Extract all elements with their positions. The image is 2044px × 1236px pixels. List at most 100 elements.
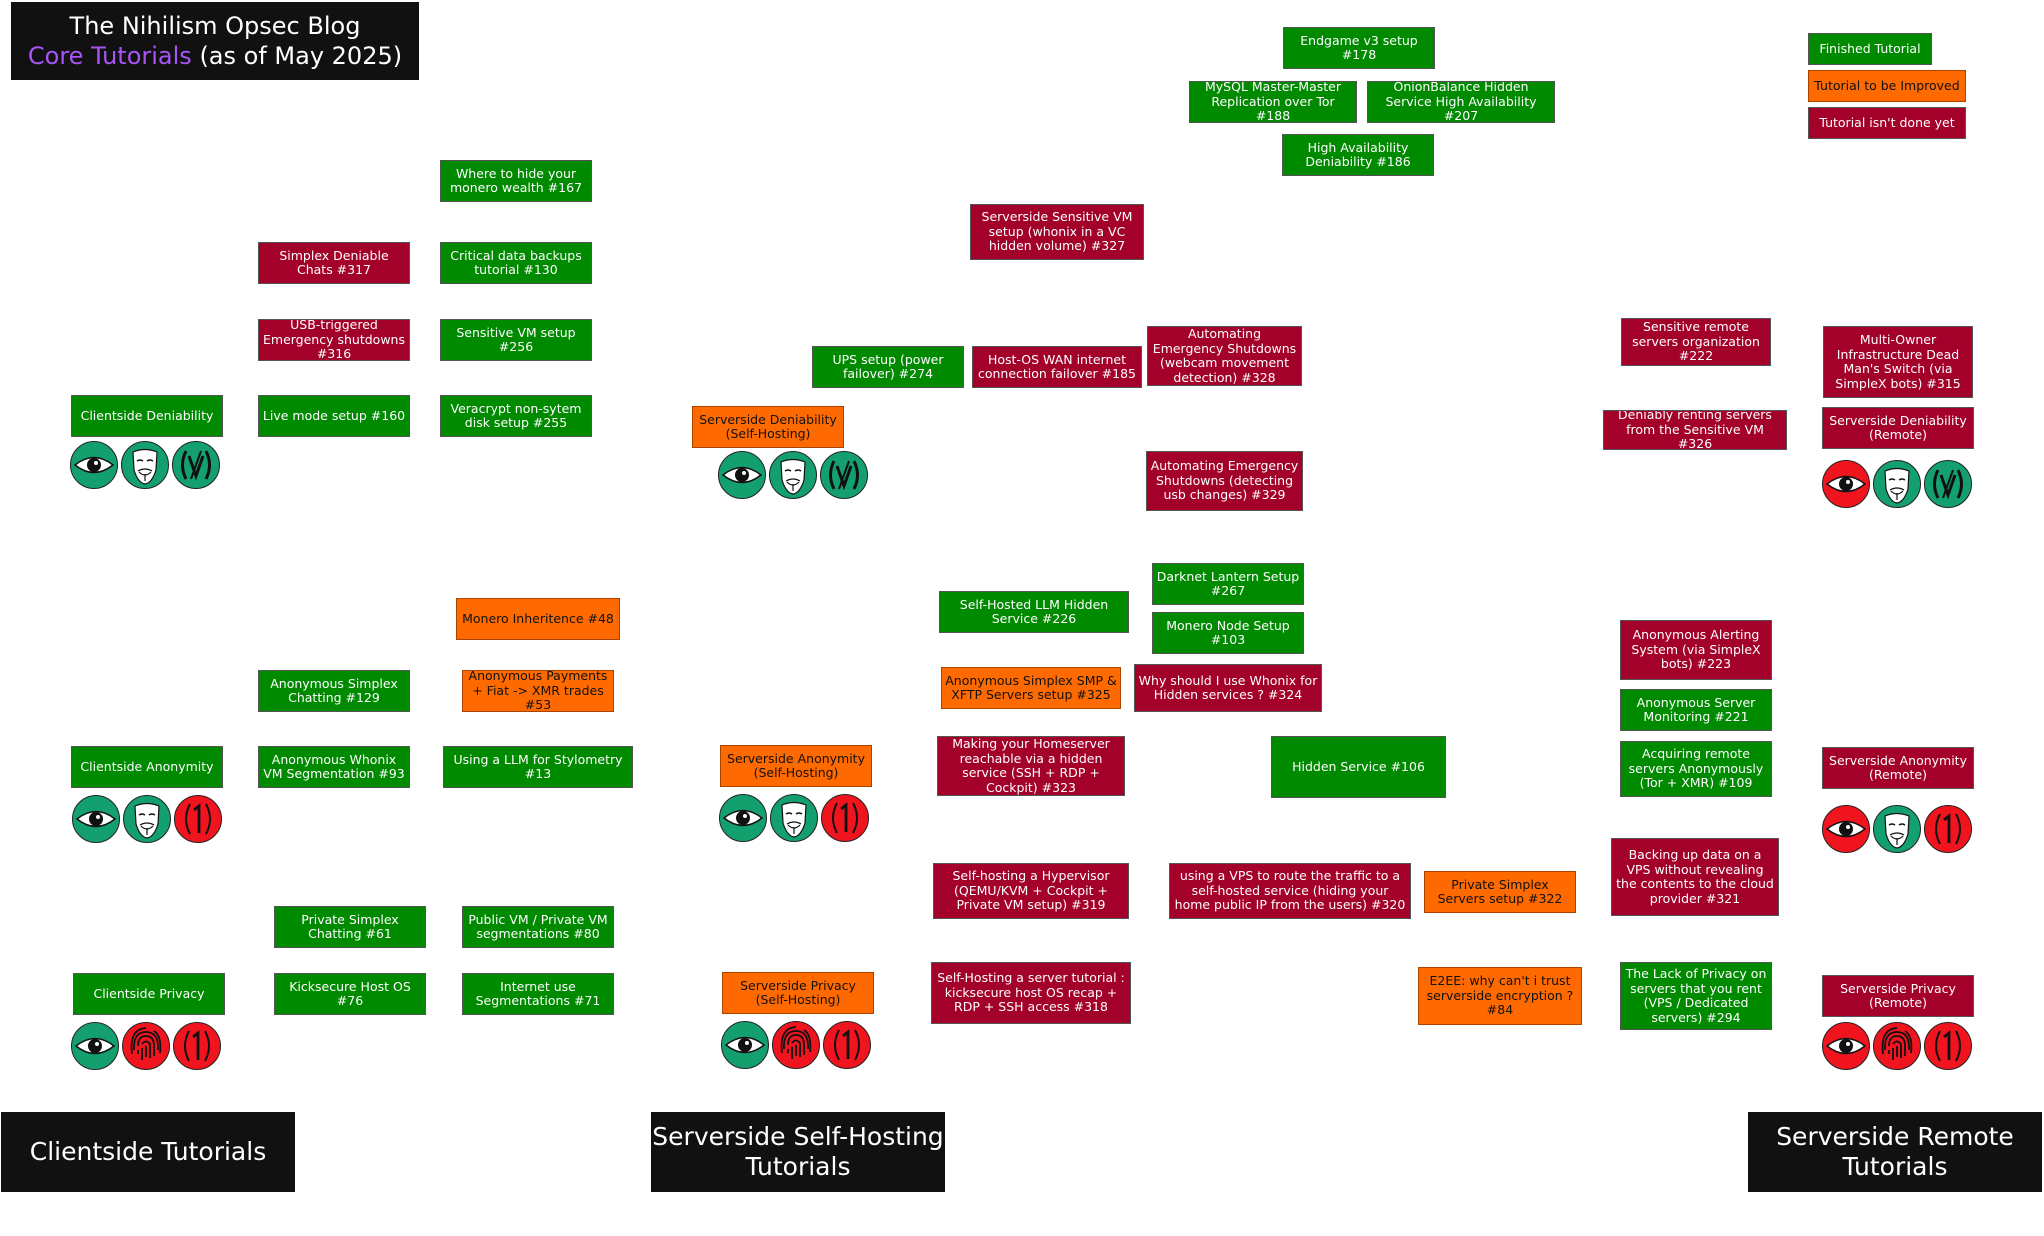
category-sh-privacy[interactable]: Serverside Privacy (Self-Hosting) bbox=[722, 972, 874, 1014]
section-remote: Serverside Remote Tutorials bbox=[1748, 1112, 2042, 1192]
tutorial-48[interactable]: Monero Inheritence #48 bbox=[456, 598, 620, 640]
eye-icon bbox=[70, 441, 118, 489]
tutorial-185[interactable]: Host-OS WAN internet connection failover… bbox=[972, 346, 1142, 388]
one-icon bbox=[1924, 805, 1972, 853]
anonymous-mask-icon bbox=[121, 441, 169, 489]
tutorial-256[interactable]: Sensitive VM setup #256 bbox=[440, 319, 592, 361]
tutorial-178[interactable]: Endgame v3 setup #178 bbox=[1283, 27, 1435, 69]
tutorial-188[interactable]: MySQL Master-Master Replication over Tor… bbox=[1189, 81, 1357, 123]
tutorial-329[interactable]: Automating Emergency Shutdowns (detectin… bbox=[1146, 451, 1303, 511]
anonymous-mask-icon bbox=[123, 795, 171, 843]
section-selfhosting-line2: Tutorials bbox=[745, 1152, 851, 1181]
tutorial-267[interactable]: Darknet Lantern Setup #267 bbox=[1152, 563, 1304, 605]
eye-icon bbox=[1822, 805, 1870, 853]
legend-finished: Finished Tutorial bbox=[1808, 33, 1932, 65]
fingerprint-icon bbox=[772, 1021, 820, 1069]
tutorial-160[interactable]: Live mode setup #160 bbox=[258, 395, 410, 437]
tutorial-316[interactable]: USB-triggered Emergency shutdowns #316 bbox=[258, 319, 410, 361]
tutorial-71[interactable]: Internet use Segmentations #71 bbox=[462, 973, 614, 1015]
tutorial-93[interactable]: Anonymous Whonix VM Segmentation #93 bbox=[258, 746, 410, 788]
one-icon bbox=[173, 1022, 221, 1070]
tutorial-76[interactable]: Kicksecure Host OS #76 bbox=[274, 973, 426, 1015]
tutorial-223[interactable]: Anonymous Alerting System (via SimpleX b… bbox=[1620, 620, 1772, 680]
eye-icon bbox=[71, 1022, 119, 1070]
icons-client-deniability bbox=[70, 441, 220, 489]
veracrypt-icon bbox=[1924, 460, 1972, 508]
tutorial-315[interactable]: Multi-Owner Infrastructure Dead Man's Sw… bbox=[1823, 326, 1973, 398]
tutorial-13[interactable]: Using a LLM for Stylometry #13 bbox=[443, 746, 633, 788]
page-title-line2: Core Tutorials (as of May 2025) bbox=[28, 41, 402, 71]
tutorial-328[interactable]: Automating Emergency Shutdowns (webcam m… bbox=[1147, 326, 1302, 386]
category-client-deniability[interactable]: Clientside Deniability bbox=[71, 395, 223, 437]
section-selfhosting-line1: Serverside Self-Hosting bbox=[652, 1122, 944, 1151]
section-selfhosting: Serverside Self-Hosting Tutorials bbox=[651, 1112, 945, 1192]
icons-rm-anonymity bbox=[1822, 805, 1972, 853]
eye-icon bbox=[72, 795, 120, 843]
tutorial-84[interactable]: E2EE: why can't i trust serverside encry… bbox=[1418, 967, 1582, 1025]
tutorial-221[interactable]: Anonymous Server Monitoring #221 bbox=[1620, 689, 1772, 731]
tutorial-326[interactable]: Deniably renting servers from the Sensit… bbox=[1603, 410, 1787, 450]
tutorial-129[interactable]: Anonymous Simplex Chatting #129 bbox=[258, 670, 410, 712]
tutorial-106[interactable]: Hidden Service #106 bbox=[1271, 736, 1446, 798]
category-sh-anonymity[interactable]: Serverside Anonymity (Self-Hosting) bbox=[720, 745, 872, 787]
tutorial-222[interactable]: Sensitive remote servers organization #2… bbox=[1621, 318, 1771, 366]
category-sh-deniability[interactable]: Serverside Deniability (Self-Hosting) bbox=[692, 406, 844, 448]
anonymous-mask-icon bbox=[770, 794, 818, 842]
tutorial-324[interactable]: Why should I use Whonix for Hidden servi… bbox=[1134, 664, 1322, 712]
tutorial-321[interactable]: Backing up data on a VPS without reveali… bbox=[1611, 838, 1779, 916]
tutorial-207[interactable]: OnionBalance Hidden Service High Availab… bbox=[1367, 81, 1555, 123]
category-rm-deniability[interactable]: Serverside Deniability (Remote) bbox=[1822, 407, 1974, 449]
tutorial-317[interactable]: Simplex Deniable Chats #317 bbox=[258, 242, 410, 284]
category-client-privacy[interactable]: Clientside Privacy bbox=[73, 973, 225, 1015]
one-icon bbox=[174, 795, 222, 843]
one-icon bbox=[823, 1021, 871, 1069]
tutorial-274[interactable]: UPS setup (power failover) #274 bbox=[812, 346, 964, 388]
tutorial-186[interactable]: High Availability Deniability #186 bbox=[1282, 134, 1434, 176]
tutorial-80[interactable]: Public VM / Private VM segmentations #80 bbox=[462, 906, 614, 948]
icons-sh-anonymity bbox=[719, 794, 869, 842]
tutorial-255[interactable]: Veracrypt non-sytem disk setup #255 bbox=[440, 395, 592, 437]
tutorial-226[interactable]: Self-Hosted LLM Hidden Service #226 bbox=[939, 591, 1129, 633]
fingerprint-icon bbox=[122, 1022, 170, 1070]
anonymous-mask-icon bbox=[769, 451, 817, 499]
page-title-accent: Core Tutorials bbox=[27, 42, 192, 70]
tutorial-320[interactable]: using a VPS to route the traffic to a se… bbox=[1169, 863, 1411, 919]
eye-icon bbox=[1822, 1022, 1870, 1070]
eye-icon bbox=[721, 1021, 769, 1069]
icons-rm-deniability bbox=[1822, 460, 1972, 508]
legend-not-done: Tutorial isn't done yet bbox=[1808, 107, 1966, 139]
section-clientside: Clientside Tutorials bbox=[1, 1112, 295, 1192]
tutorial-130[interactable]: Critical data backups tutorial #130 bbox=[440, 242, 592, 284]
section-remote-line1: Serverside Remote bbox=[1776, 1122, 2014, 1151]
icons-client-privacy bbox=[71, 1022, 221, 1070]
section-remote-line2: Tutorials bbox=[1842, 1152, 1948, 1181]
page-title: The Nihilism Opsec Blog Core Tutorials (… bbox=[11, 2, 419, 80]
tutorial-103[interactable]: Monero Node Setup #103 bbox=[1152, 612, 1304, 654]
veracrypt-icon bbox=[172, 441, 220, 489]
section-clientside-label: Clientside Tutorials bbox=[29, 1137, 267, 1166]
icons-rm-privacy bbox=[1822, 1022, 1972, 1070]
tutorial-61[interactable]: Private Simplex Chatting #61 bbox=[274, 906, 426, 948]
icons-client-anonymity bbox=[72, 795, 222, 843]
icons-sh-deniability bbox=[718, 451, 868, 499]
tutorial-109[interactable]: Acquiring remote servers Anonymously (To… bbox=[1620, 741, 1772, 797]
category-rm-privacy[interactable]: Serverside Privacy (Remote) bbox=[1822, 975, 1974, 1017]
icons-sh-privacy bbox=[721, 1021, 871, 1069]
eye-icon bbox=[1822, 460, 1870, 508]
tutorial-327[interactable]: Serverside Sensitive VM setup (whonix in… bbox=[970, 204, 1144, 260]
one-icon bbox=[1924, 1022, 1972, 1070]
tutorial-167[interactable]: Where to hide your monero wealth #167 bbox=[440, 160, 592, 202]
tutorial-322[interactable]: Private Simplex Servers setup #322 bbox=[1424, 871, 1576, 913]
tutorial-319[interactable]: Self-hosting a Hypervisor (QEMU/KVM + Co… bbox=[933, 863, 1129, 919]
tutorial-318[interactable]: Self-Hosting a server tutorial : kicksec… bbox=[931, 962, 1131, 1024]
tutorial-294[interactable]: The Lack of Privacy on servers that you … bbox=[1620, 962, 1772, 1030]
tutorial-325[interactable]: Anonymous Simplex SMP & XFTP Servers set… bbox=[941, 667, 1121, 709]
tutorial-53[interactable]: Anonymous Payments + Fiat -> XMR trades … bbox=[462, 670, 614, 712]
page-title-line1: The Nihilism Opsec Blog bbox=[69, 12, 361, 40]
legend-improve: Tutorial to be Improved bbox=[1808, 70, 1966, 102]
category-client-anonymity[interactable]: Clientside Anonymity bbox=[71, 746, 223, 788]
page-title-suffix: (as of May 2025) bbox=[191, 42, 403, 70]
eye-icon bbox=[719, 794, 767, 842]
category-rm-anonymity[interactable]: Serverside Anonymity (Remote) bbox=[1822, 747, 1974, 789]
tutorial-323[interactable]: Making your Homeserver reachable via a h… bbox=[937, 736, 1125, 796]
